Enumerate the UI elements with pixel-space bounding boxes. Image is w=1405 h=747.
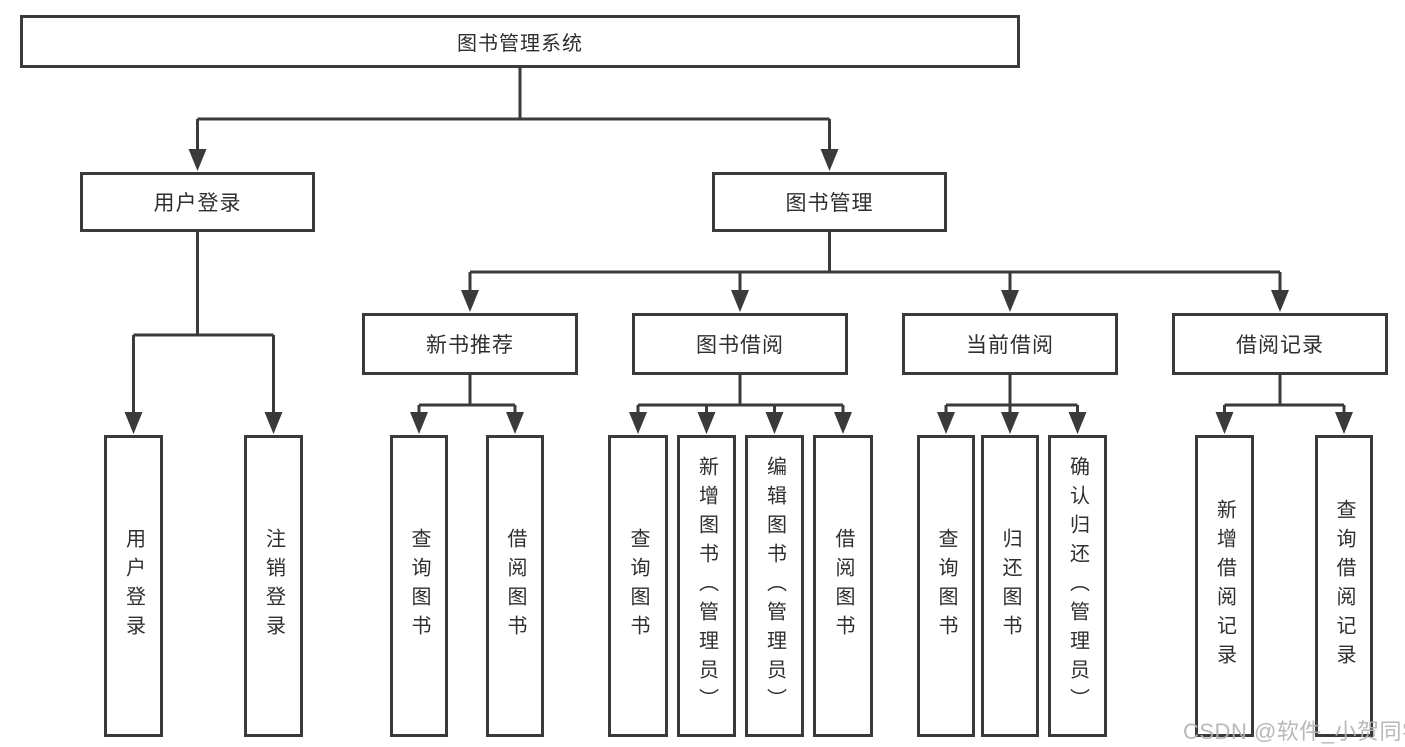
csdn-watermark: CSDN @软件_小贺同学 <box>1183 719 1405 744</box>
node-label: 新书推荐 <box>426 334 514 357</box>
leaf-query-books-2: 查询图书 <box>608 435 668 737</box>
leaf-label: 新增借阅记录 <box>1213 499 1236 673</box>
node-current-borrow: 当前借阅 <box>902 313 1118 375</box>
leaf-label: 查询图书 <box>627 528 649 644</box>
leaf-query-borrow-record: 查询借阅记录 <box>1315 435 1373 737</box>
leaf-label: 注销登录 <box>262 528 285 644</box>
leaf-add-borrow-record: 新增借阅记录 <box>1195 435 1254 737</box>
leaf-label: 借阅图书 <box>832 528 854 644</box>
leaf-label: 确认归还（管理员） <box>1066 455 1089 717</box>
leaf-confirm-return-admin: 确认归还（管理员） <box>1048 435 1107 737</box>
leaf-borrow-books-1: 借阅图书 <box>486 435 544 737</box>
node-new-book-recommend: 新书推荐 <box>362 313 578 375</box>
node-label: 借阅记录 <box>1236 334 1324 357</box>
arrowhead-icons <box>124 149 1353 434</box>
node-label: 当前借阅 <box>966 334 1054 357</box>
leaf-logout: 注销登录 <box>244 435 303 737</box>
node-label: 图书管理 <box>785 192 874 215</box>
leaf-query-books-1: 查询图书 <box>390 435 448 737</box>
leaf-label: 查询图书 <box>408 528 430 644</box>
node-label: 图书管理系统 <box>457 33 583 55</box>
node-book-borrow: 图书借阅 <box>632 313 848 375</box>
node-book-management: 图书管理 <box>712 172 947 232</box>
leaf-label: 新增图书（管理员） <box>695 455 718 717</box>
leaf-label: 编辑图书（管理员） <box>763 455 786 717</box>
leaf-label: 查询图书 <box>935 528 957 644</box>
leaf-label: 归还图书 <box>999 528 1021 644</box>
leaf-label: 查询借阅记录 <box>1333 499 1355 673</box>
node-label: 用户登录 <box>153 192 242 215</box>
node-user-login: 用户登录 <box>80 172 315 232</box>
node-label: 图书借阅 <box>696 334 784 357</box>
node-library-management-system: 图书管理系统 <box>20 15 1020 68</box>
node-borrow-records: 借阅记录 <box>1172 313 1388 375</box>
leaf-label: 借阅图书 <box>504 528 526 644</box>
leaf-add-book-admin: 新增图书（管理员） <box>677 435 736 737</box>
leaf-query-books-3: 查询图书 <box>917 435 975 737</box>
leaf-return-books: 归还图书 <box>981 435 1039 737</box>
leaf-edit-book-admin: 编辑图书（管理员） <box>745 435 804 737</box>
leaf-borrow-books-2: 借阅图书 <box>813 435 873 737</box>
leaf-user-login: 用户登录 <box>104 435 163 737</box>
leaf-label: 用户登录 <box>122 528 145 644</box>
